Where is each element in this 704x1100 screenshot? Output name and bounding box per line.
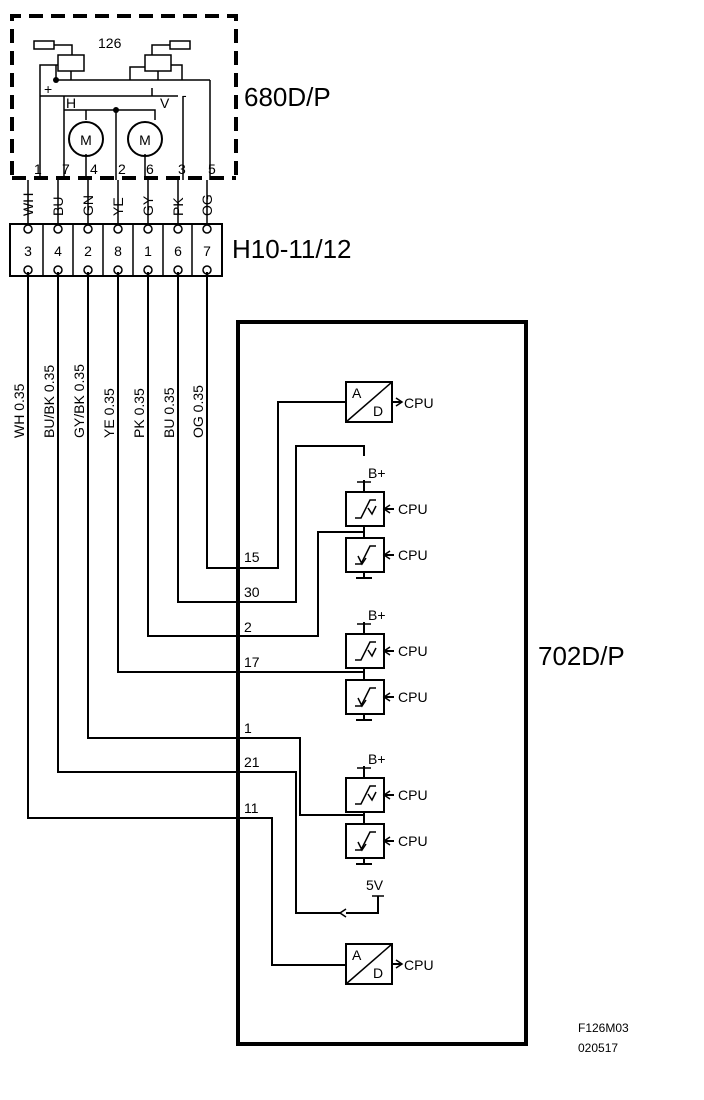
motor-pin: 5	[208, 161, 216, 177]
svg-text:CPU: CPU	[398, 787, 428, 803]
connector-h10: H10-11/12	[9, 223, 352, 277]
upper-wire-label: GN	[80, 195, 96, 216]
minus-label: -	[182, 87, 187, 103]
connector-pin: 2	[84, 243, 92, 259]
connector-label: H10-11/12	[232, 234, 352, 264]
plus-label: +	[44, 81, 52, 97]
svg-text:A: A	[352, 947, 362, 963]
connector-pin: 7	[203, 243, 211, 259]
ecu-pin-numbers: 15 30 2 17 1 21 11	[244, 549, 260, 816]
svg-text:B+: B+	[368, 465, 386, 481]
motor-pin: 7	[62, 161, 70, 177]
connector-pin: 1	[144, 243, 152, 259]
v-label: V	[160, 95, 170, 111]
motor-unit-label: 680D/P	[244, 82, 331, 112]
driver-pair: B+ CPU CPU	[345, 465, 428, 579]
ecu-pin: 1	[244, 720, 252, 736]
ecu-pin: 17	[244, 654, 260, 670]
connector-pin: 8	[114, 243, 122, 259]
motor-h: M	[68, 121, 104, 157]
lower-wire-label: OG 0.35	[190, 385, 206, 438]
ecu-pin: 11	[244, 800, 259, 816]
svg-text:B+: B+	[368, 607, 386, 623]
driver-pair: B+ CPU CPU	[345, 751, 428, 865]
svg-text:A: A	[352, 385, 362, 401]
svg-text:D: D	[373, 965, 383, 981]
potentiometer-left	[33, 40, 85, 80]
svg-text:B+: B+	[368, 751, 386, 767]
connector-pins: 3 4 2 8 1 6 7	[23, 224, 212, 276]
motor-pin: 6	[146, 161, 154, 177]
lower-wire-label: GY/BK 0.35	[71, 364, 87, 438]
svg-text:CPU: CPU	[398, 547, 428, 563]
connector-pin: 3	[24, 243, 32, 259]
svg-text:CPU: CPU	[404, 957, 434, 973]
reference-5v: 5V	[338, 877, 384, 918]
connector-pin: 4	[54, 243, 62, 259]
adc-top: A D CPU	[345, 381, 434, 423]
control-unit-702: 702D/P	[236, 320, 625, 1046]
svg-text:CPU: CPU	[404, 395, 434, 411]
motor-unit-680: 680D/P 126 + -	[10, 14, 331, 180]
upper-wire-colors: WH BU GN YE GY PK OG	[20, 180, 215, 224]
lower-wire-label: YE 0.35	[101, 388, 117, 438]
motor-pin: 2	[118, 161, 126, 177]
svg-text:CPU: CPU	[398, 501, 428, 517]
footer-date: 020517	[578, 1041, 618, 1055]
svg-text:CPU: CPU	[398, 689, 428, 705]
ecu-pin: 30	[244, 584, 260, 600]
upper-wire-label: GY	[140, 195, 156, 216]
svg-text:M: M	[80, 132, 92, 148]
driver-stages: B+ CPU CPU B+ CPU CPU B+ CPU CPU	[345, 465, 428, 865]
ecu-pin: 15	[244, 549, 260, 565]
svg-text:M: M	[139, 132, 151, 148]
svg-text:D: D	[373, 403, 383, 419]
control-unit-label: 702D/P	[538, 641, 625, 671]
lower-wire-label: WH 0.35	[11, 383, 27, 438]
upper-wire-label: WH	[20, 193, 36, 216]
ecu-pin: 2	[244, 619, 252, 635]
driver-pair: B+ CPU CPU	[345, 607, 428, 721]
connector-pin: 6	[174, 243, 182, 259]
svg-text:CPU: CPU	[398, 833, 428, 849]
motor-pin: 1	[34, 161, 42, 177]
h-label: H	[66, 95, 76, 111]
footer-code: F126M03	[578, 1021, 629, 1035]
motor-pin: 4	[90, 161, 98, 177]
upper-wire-label: YE	[110, 197, 126, 216]
motor-unit-number: 126	[98, 35, 122, 51]
lower-wire-colors: WH 0.35 BU/BK 0.35 GY/BK 0.35 YE 0.35 PK 0.3…	[11, 364, 206, 438]
lower-wire-label: BU 0.35	[161, 387, 177, 438]
potentiometer-right	[144, 40, 191, 80]
upper-wire-label: OG	[199, 194, 215, 216]
adc-bottom: A D CPU	[345, 943, 434, 985]
lower-wire-label: PK 0.35	[131, 388, 147, 438]
upper-wire-label: BU	[50, 197, 66, 216]
motor-v: M	[127, 121, 163, 157]
ecu-pin: 21	[244, 754, 260, 770]
svg-text:CPU: CPU	[398, 643, 428, 659]
svg-text:5V: 5V	[366, 877, 384, 893]
lower-wire-label: BU/BK 0.35	[41, 365, 57, 438]
upper-wire-label: PK	[170, 197, 186, 216]
motor-pin: 3	[178, 161, 186, 177]
harness-wires	[27, 272, 365, 966]
motor-pin-numbers: 1 7 4 2 6 3 5	[34, 161, 216, 177]
